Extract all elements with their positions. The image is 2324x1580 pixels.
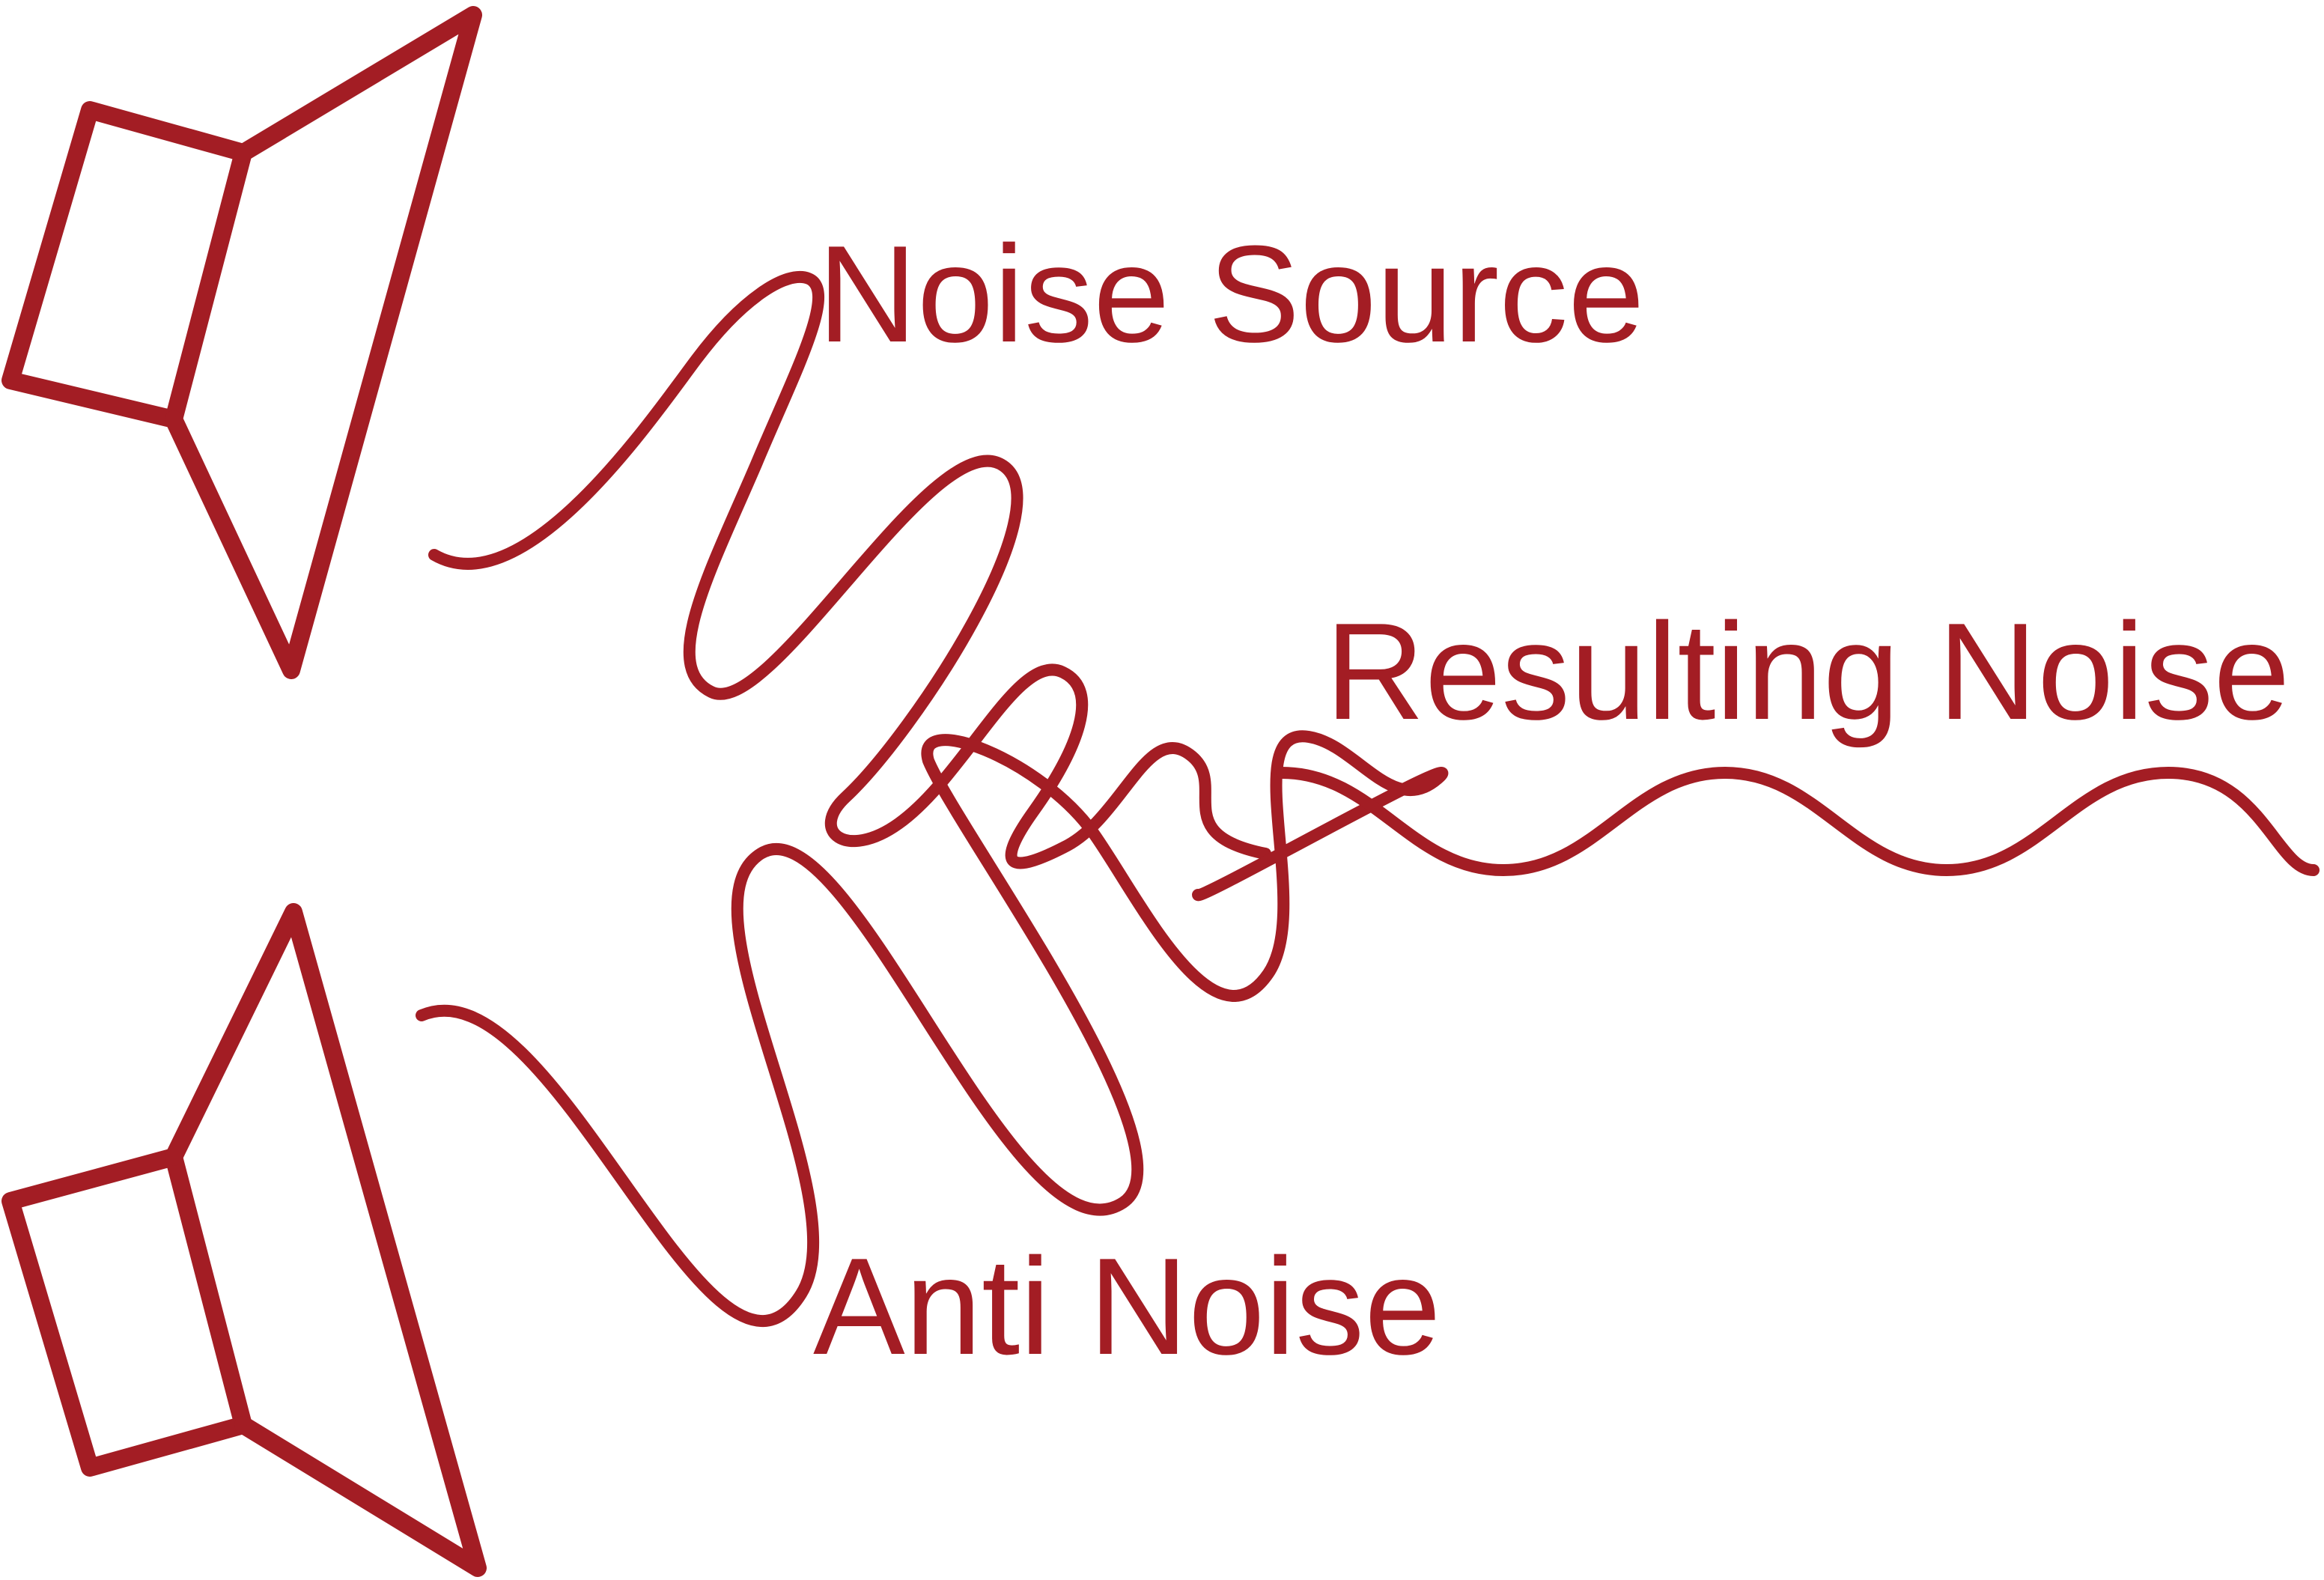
resulting-noise-wave [1276,767,2320,876]
anti-noise-speaker-icon [1,903,487,1577]
noise-source-speaker-icon [1,6,482,679]
speaker-box [1,1148,252,1477]
resulting-noise-label: Resulting Noise [1325,594,2290,748]
noise-source-wave [428,270,1271,869]
anti-noise-wave [416,730,1449,1327]
speaker-cone [165,6,482,679]
anti-noise-label: Anti Noise [813,1229,1441,1383]
noise-source-label: Noise Source [818,216,1645,371]
speaker-box [1,101,252,428]
speaker-cone [165,903,487,1577]
